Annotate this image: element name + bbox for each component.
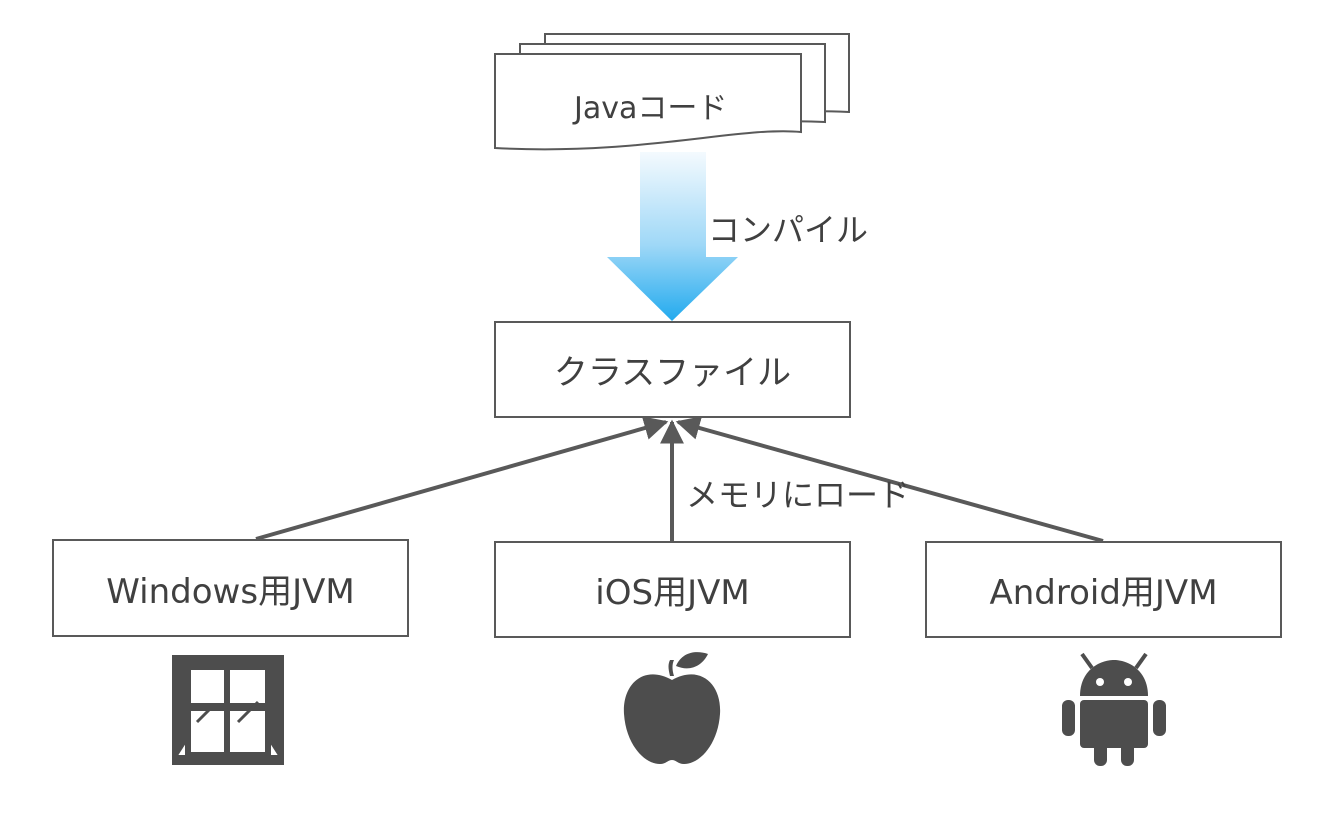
jvm-box-ios: iOS用JVM <box>494 541 851 638</box>
compile-label: コンパイル <box>708 211 869 249</box>
jvm-box-windows: Windows用JVM <box>52 539 409 637</box>
class-file-box: クラスファイル <box>494 321 851 418</box>
jvm-box-android: Android用JVM <box>925 541 1282 638</box>
class-file-label: クラスファイル <box>553 353 792 393</box>
jvm-label-android: Android用JVM <box>989 573 1218 613</box>
jvm-label-ios: iOS用JVM <box>595 573 750 613</box>
apple-icon <box>623 652 721 764</box>
java-source-label: Javaコード <box>574 91 728 126</box>
jvm-label-windows: Windows用JVM <box>106 571 355 612</box>
load-label: メモリにロード <box>686 476 911 514</box>
load-arrow-windows <box>255 416 669 541</box>
android-icon <box>1062 652 1166 766</box>
compile-arrow <box>607 152 738 321</box>
load-arrow-android <box>675 416 1104 543</box>
java-source-document <box>494 33 850 151</box>
windows-icon <box>172 655 284 765</box>
